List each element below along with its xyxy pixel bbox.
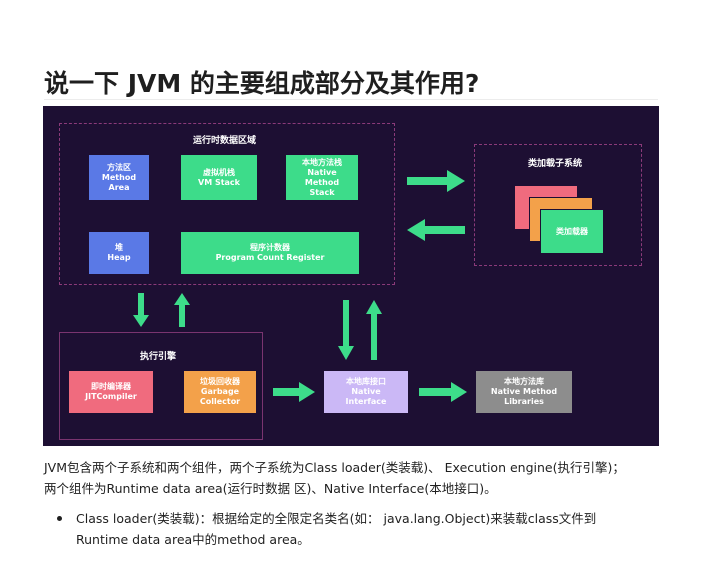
arrow-up-from-native-interface [366, 300, 382, 360]
arrow-up-to-runtime-area [174, 293, 190, 327]
runtime-data-area-frame [59, 123, 395, 285]
runtime-data-area-label: 运行时数据区域 [193, 136, 257, 146]
garbage-collector-en2: Collector [199, 397, 241, 406]
page-title: 说一下 JVM 的主要组成部分及其作用? [44, 69, 480, 98]
arrow-right-to-native-interface [273, 382, 315, 402]
program-counter-en: Program Count Register [215, 253, 325, 262]
intro-paragraph-line-1: JVM包含两个子系统和两个组件，两个子系统为Class loader(类装载)、… [44, 460, 625, 475]
bullet-dot [57, 516, 62, 521]
heap-en: Heap [107, 253, 131, 262]
heap-cn: 堆 [115, 243, 123, 252]
program-counter-cn: 程序计数器 [250, 243, 290, 252]
arrow-right-to-class-loader [407, 170, 465, 192]
native-interface-en1: Native [351, 387, 381, 396]
program-counter-box: 程序计数器 Program Count Register [181, 232, 359, 274]
native-method-stack-en1: Native [307, 167, 337, 177]
native-interface-cn: 本地库接口 [346, 377, 386, 386]
bullet-item-line-1: Class loader(类装载)：根据给定的全限定名类名(如： java.la… [76, 511, 597, 526]
class-loader-frame [474, 144, 642, 266]
native-libraries-cn: 本地方法库 [504, 377, 544, 386]
arrow-down-to-execution-engine [133, 293, 149, 327]
native-libraries-en2: Libraries [504, 397, 544, 406]
heap-box: 堆 Heap [89, 232, 149, 274]
arrow-down-to-native-interface [338, 300, 354, 360]
title-divider [44, 99, 658, 100]
jit-compiler-en: JITCompiler [85, 392, 137, 401]
class-loader-text: 类加载器 [556, 226, 588, 236]
native-libraries-box: 本地方法库 Native Method Libraries [476, 371, 572, 413]
class-loader-label: 类加载子系统 [528, 159, 583, 169]
native-interface-box: 本地库接口 Native Interface [324, 371, 408, 413]
garbage-collector-box: 垃圾回收器 Garbage Collector [184, 371, 256, 413]
class-loader-box: 类加载器 [540, 209, 604, 254]
vm-stack-cn: 虚拟机栈 [203, 167, 235, 177]
method-area-en1: Method [101, 172, 137, 182]
native-libraries-en1: Native Method [490, 387, 558, 396]
jit-compiler-cn: 即时编译器 [91, 382, 131, 391]
intro-paragraph-line-2: 两个组件为Runtime data area(运行时数据 区)、Native I… [44, 481, 497, 496]
native-interface-en2: Interface [345, 397, 387, 406]
garbage-collector-cn: 垃圾回收器 [200, 377, 240, 386]
native-method-stack-en3: Stack [309, 187, 335, 197]
arrow-left-from-class-loader [407, 219, 465, 241]
vm-stack-en: VM Stack [198, 177, 240, 187]
method-area-cn: 方法区 [107, 162, 131, 172]
method-area-box: 方法区 Method Area [89, 155, 149, 200]
execution-engine-frame [59, 332, 263, 440]
jit-compiler-box: 即时编译器 JITCompiler [69, 371, 153, 413]
bullet-item-line-2: Runtime data area中的method area。 [76, 532, 310, 547]
method-area-en2: Area [108, 182, 130, 192]
garbage-collector-en1: Garbage [200, 387, 240, 396]
native-method-stack-cn: 本地方法栈 [302, 157, 342, 167]
arrow-right-to-native-libraries [419, 382, 467, 402]
jvm-architecture-diagram: 运行时数据区域 方法区 Method Area 虚拟机栈 VM Stack 本地… [43, 106, 659, 446]
native-method-stack-box: 本地方法栈 Native Method Stack [286, 155, 358, 200]
execution-engine-label: 执行引擎 [140, 352, 177, 362]
native-method-stack-en2: Method [304, 177, 340, 187]
vm-stack-box: 虚拟机栈 VM Stack [181, 155, 257, 200]
